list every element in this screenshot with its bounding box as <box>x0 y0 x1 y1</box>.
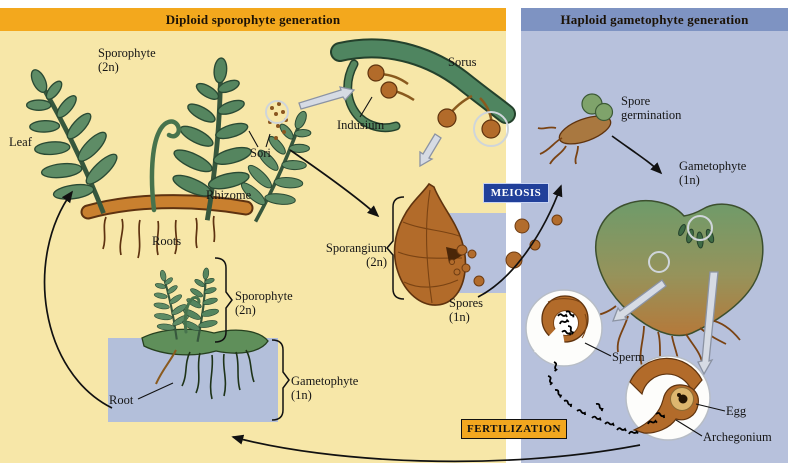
label-spores-name: Spores <box>449 296 484 310</box>
label-spores: Spores (1n) <box>449 296 483 325</box>
label-spores-ploidy: (1n) <box>449 310 470 325</box>
label-sperm: Sperm <box>612 350 645 364</box>
label-roots: Roots <box>152 234 182 248</box>
label-sporophyte-young: Sporophyte (2n) <box>235 289 293 318</box>
label-indusium: Indusium <box>337 118 385 132</box>
pointer-lines <box>137 96 726 437</box>
label-sporophyte-young-name: Sporophyte <box>235 289 293 303</box>
young-roots <box>181 349 255 400</box>
diploid-header: Diploid sporophyte generation <box>0 8 506 31</box>
label-sporangium-ploidy: (2n) <box>366 255 387 270</box>
sporangium-zoom-circle <box>473 111 509 147</box>
sporangium-bracket <box>386 196 405 300</box>
label-leaf: Leaf <box>9 135 32 149</box>
label-root: Root <box>109 393 134 407</box>
sporangium-large <box>386 182 563 306</box>
young-sporophyte <box>141 257 290 421</box>
label-sporophyte-young-ploidy: (2n) <box>235 303 256 318</box>
leaf-cross-section <box>332 40 514 122</box>
arrow-to-archegonium <box>697 271 719 376</box>
arrow-fern-to-sorus <box>298 86 356 110</box>
label-gametophyte-young-name: Gametophyte <box>291 374 359 388</box>
arrow-to-antheridium <box>611 279 667 322</box>
label-sporophyte-adult-ploidy: (2n) <box>98 60 119 75</box>
antheridium-closeup <box>525 289 603 367</box>
label-gametophyte-ploidy: (1n) <box>679 173 700 188</box>
antheridium-zoom-circle <box>648 251 670 273</box>
arrow-sorus-to-sporangium <box>419 133 442 168</box>
label-gametophyte: Gametophyte (1n) <box>679 159 746 188</box>
arrow-to-gametophyte <box>611 135 663 175</box>
sori-dots <box>268 102 288 140</box>
zoom-arrows <box>298 86 719 376</box>
label-archegonium: Archegonium <box>703 430 772 444</box>
sorus-section <box>330 38 516 147</box>
young-root <box>155 349 177 385</box>
sporangia-in-sorus <box>367 64 501 139</box>
label-spore-germination-line2: germination <box>621 108 682 123</box>
young-sporophyte-bracket <box>214 257 233 343</box>
sori-zoom-circle <box>265 100 289 124</box>
roots <box>102 215 216 259</box>
label-sorus: Sorus <box>448 55 477 69</box>
gametophyte-heart <box>587 199 764 371</box>
label-egg: Egg <box>726 404 747 418</box>
meiosis-badge: MEIOSIS <box>483 183 549 203</box>
indusium-flap <box>344 61 399 131</box>
spores-cloud <box>449 214 563 287</box>
spore-germination-sprout <box>537 93 614 165</box>
label-spore-germination: Spore germination <box>621 94 681 123</box>
cycle-arrows <box>43 135 663 463</box>
label-gametophyte-young: Gametophyte (1n) <box>291 374 358 403</box>
young-gametophyte-bracket <box>271 339 290 421</box>
label-sporophyte-adult-name: Sporophyte <box>98 46 156 60</box>
archegonium-closeup <box>625 355 711 441</box>
arrow-sori-to-sporangium <box>289 149 380 218</box>
archegonium-zoom-circle <box>687 215 713 241</box>
label-gametophyte-name: Gametophyte <box>679 159 747 173</box>
young-gametophyte-thallus <box>141 328 269 356</box>
label-sporophyte-adult: Sporophyte (2n) <box>98 46 156 75</box>
label-rhizome: Rhizome <box>206 188 252 202</box>
label-sporangium: Sporangium (2n) <box>300 241 387 270</box>
adult-fern <box>0 53 334 259</box>
haploid-header: Haploid gametophyte generation <box>521 8 788 31</box>
arrow-growth <box>43 190 113 409</box>
label-sporangium-name: Sporangium <box>325 241 387 255</box>
arrow-meiosis <box>477 184 563 298</box>
fertilization-badge: FERTILIZATION <box>461 419 567 439</box>
arrow-fertilization-to-sporophyte <box>231 434 641 463</box>
label-spore-germination-line1: Spore <box>621 94 651 108</box>
fiddlehead <box>149 119 181 213</box>
label-gametophyte-young-ploidy: (1n) <box>291 388 312 403</box>
label-sori: Sori <box>250 146 271 160</box>
